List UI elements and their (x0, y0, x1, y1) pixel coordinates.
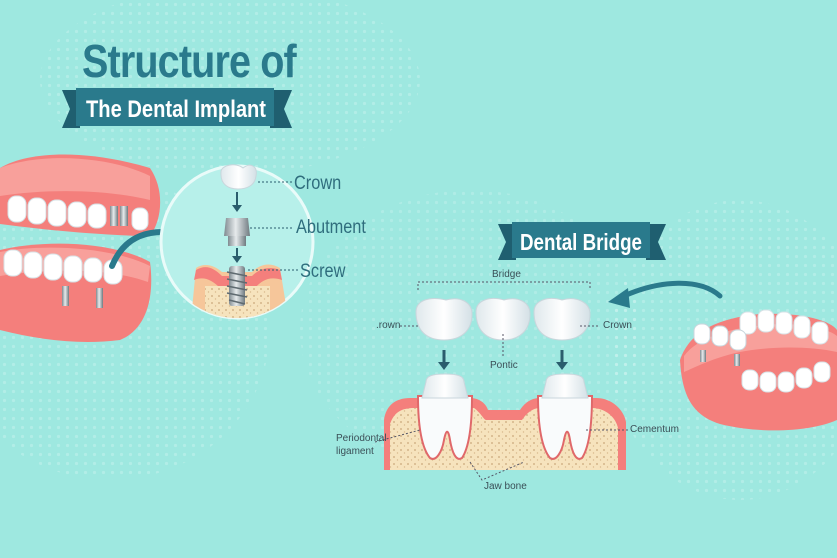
bridge-crowns (374, 281, 628, 481)
label-periodontal: Periodontal (336, 433, 387, 444)
page-title: Structure of (82, 35, 297, 87)
label-screw: Screw (300, 261, 346, 282)
label-cementum: Cementum (630, 424, 679, 435)
label-crown: Crown (294, 173, 342, 194)
label-bridge: Bridge (492, 269, 521, 280)
label-ligament: ligament (336, 446, 374, 457)
label-pontic: Pontic (490, 360, 518, 371)
implant-title-ribbon (62, 88, 292, 128)
implant-detail-circle (159, 164, 315, 320)
label-crown-left: .rown (376, 320, 401, 331)
denture-model-right (680, 309, 837, 431)
bridge-ribbon-title: Dental Bridge (520, 229, 642, 255)
arrow-to-bridge-detail (621, 280, 723, 299)
label-abutment: Abutment (296, 217, 366, 238)
implant-ribbon-title: The Dental Implant (86, 96, 266, 123)
label-crown-right: Crown (603, 320, 632, 331)
label-jaw-bone: Jaw bone (484, 481, 527, 492)
bridge-title-ribbon (498, 222, 666, 260)
bridge-cross-section (384, 373, 626, 470)
